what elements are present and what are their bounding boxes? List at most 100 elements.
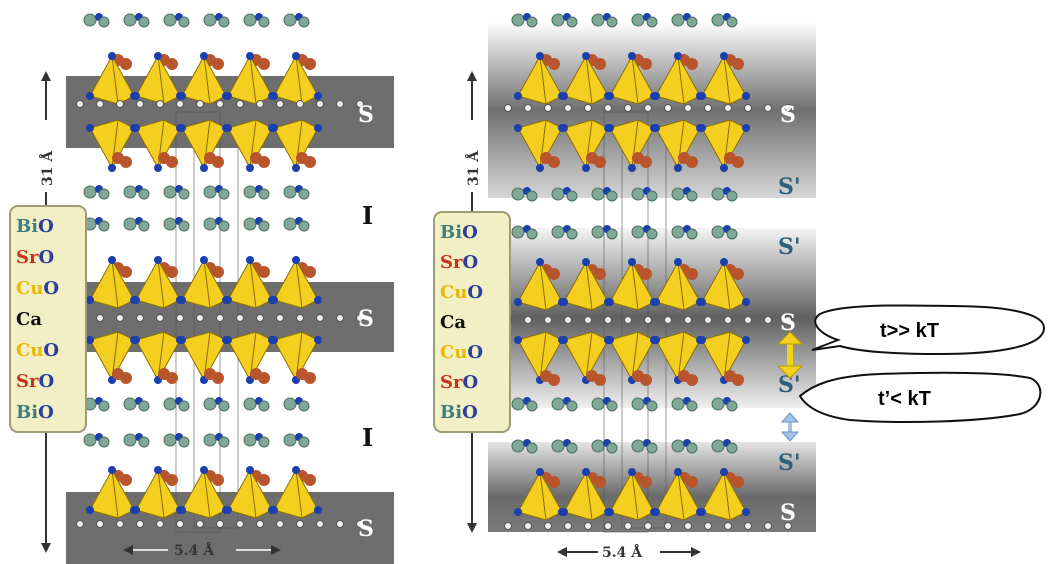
left-ca-atom (276, 100, 284, 108)
left-ca-atom (136, 314, 144, 322)
callout-strong: t>> kT (811, 304, 1046, 356)
right-width-label: 5.4 Å (602, 543, 643, 561)
right-sr-atom (686, 58, 698, 70)
right-ca-atom (604, 104, 612, 112)
left-sr-atom (212, 58, 224, 70)
weak-coupling-arrow (780, 412, 800, 442)
left-label-i-lower: I (362, 423, 373, 452)
right-bi-atom (711, 397, 725, 411)
right-bi-atom (606, 228, 618, 240)
right-ca-atom (564, 316, 572, 324)
right-o-atom (560, 124, 568, 132)
right-bi-atom (686, 400, 698, 412)
right-bi-atom (686, 16, 698, 28)
left-o-atom (178, 336, 186, 344)
right-bi-atom (631, 187, 645, 201)
left-o-atom (86, 506, 94, 514)
right-apical-o-atom (720, 52, 728, 60)
right-legend-row: SrO (440, 252, 478, 273)
right-o-atom (698, 298, 706, 306)
left-ca-atom (356, 100, 364, 108)
right-o-atom (652, 124, 660, 132)
right-o-atom (698, 124, 706, 132)
left-bi-atom (178, 220, 190, 232)
right-bi-atom (591, 397, 605, 411)
right-panel: 31 Å 5.4 Å S S' S' S S' S' S BiOSrOCuOCa… (433, 13, 816, 561)
left-sr-atom (212, 156, 224, 168)
left-sr-atom (304, 372, 316, 384)
left-o-atom (314, 296, 322, 304)
right-sr-atom (640, 476, 652, 488)
right-bi-atom (511, 397, 525, 411)
right-bi-atom (726, 442, 738, 454)
right-sr-atom (686, 374, 698, 386)
left-ca-atom (156, 520, 164, 528)
left-ca-atom (96, 520, 104, 528)
right-o-atom (560, 508, 568, 516)
left-ca-atom (296, 100, 304, 108)
right-apical-o-atom (674, 258, 682, 266)
left-bi-atom (123, 217, 137, 231)
left-legend-row: SrO (16, 371, 54, 392)
left-sr-atom (120, 266, 132, 278)
right-bi-atom (566, 228, 578, 240)
left-sr-atom (120, 156, 132, 168)
right-ca-atom (524, 522, 532, 530)
right-apical-o-atom (720, 468, 728, 476)
left-o-atom (132, 336, 140, 344)
right-bi-atom (551, 439, 565, 453)
right-apical-o-atom (536, 468, 544, 476)
left-sr-atom (304, 266, 316, 278)
right-sr-atom (732, 374, 744, 386)
left-o-atom (314, 506, 322, 514)
right-ca-atom (644, 522, 652, 530)
right-sr-atom (594, 58, 606, 70)
right-ca-atom (624, 104, 632, 112)
left-bi-atom (163, 433, 177, 447)
left-ca-atom (156, 314, 164, 322)
right-o-atom (652, 92, 660, 100)
right-bi-atom (566, 190, 578, 202)
left-ca-atom (256, 100, 264, 108)
right-o-atom (742, 124, 750, 132)
left-o-atom (178, 506, 186, 514)
left-bi-atom (283, 433, 297, 447)
right-ca-atom (744, 522, 752, 530)
left-bi-atom (203, 397, 217, 411)
right-apical-o-atom (628, 468, 636, 476)
left-bi-atom (218, 400, 230, 412)
right-bi-atom (551, 225, 565, 239)
right-ca-atom (584, 522, 592, 530)
right-o-atom (514, 92, 522, 100)
left-bi-atom (258, 436, 270, 448)
left-o-atom (270, 92, 278, 100)
right-ca-atom (704, 104, 712, 112)
right-bi-atom (631, 13, 645, 27)
left-bi-atom (83, 185, 97, 199)
right-apical-o-atom (720, 164, 728, 172)
left-ca-atom (256, 520, 264, 528)
right-ca-atom (724, 316, 732, 324)
right-ca-atom (724, 522, 732, 530)
left-bi-atom (178, 400, 190, 412)
left-sr-atom (304, 58, 316, 70)
left-bi-atom (163, 397, 177, 411)
left-ca-atom (196, 100, 204, 108)
left-o-atom (132, 92, 140, 100)
left-width-label: 5.4 Å (174, 541, 215, 559)
right-o-atom (514, 508, 522, 516)
right-ca-atom (524, 104, 532, 112)
left-apical-o-atom (154, 256, 162, 264)
left-label-i-upper: I (362, 201, 373, 230)
left-bi-atom (218, 188, 230, 200)
right-bi-atom (591, 439, 605, 453)
right-apical-o-atom (582, 468, 590, 476)
left-o-atom (86, 124, 94, 132)
left-bi-atom (258, 188, 270, 200)
left-bi-atom (258, 16, 270, 28)
right-ca-atom (624, 316, 632, 324)
left-o-atom (224, 124, 232, 132)
left-ca-atom (156, 100, 164, 108)
right-bi-atom (591, 225, 605, 239)
left-bi-atom (258, 400, 270, 412)
